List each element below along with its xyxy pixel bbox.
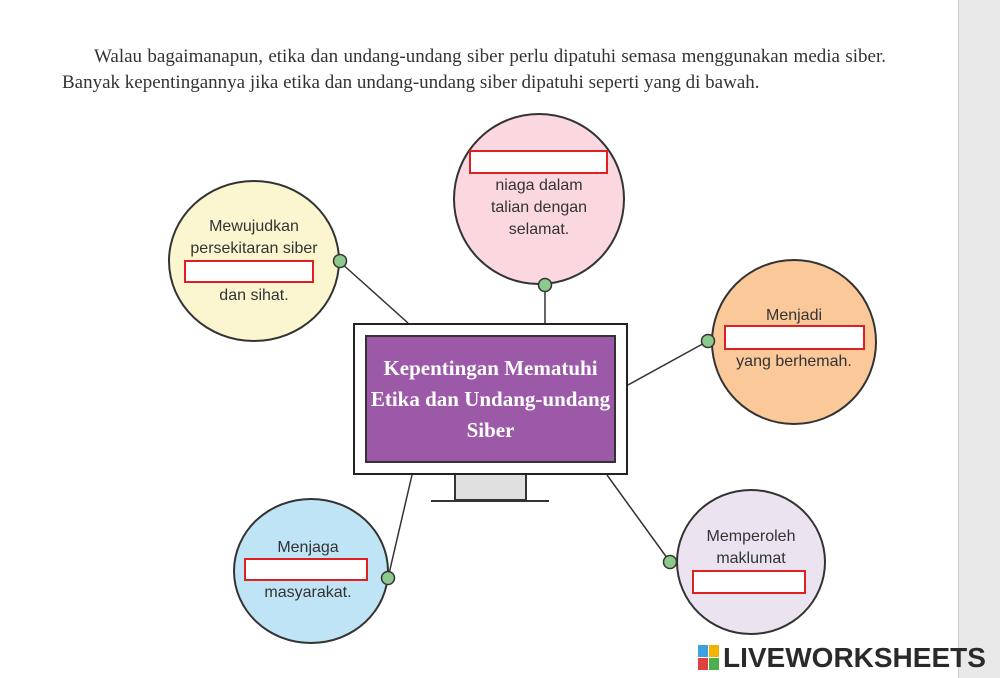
node-right-bottom-line1: Memperoleh xyxy=(706,528,796,545)
center-title: Kepentingan Mematuhi Etika dan Undang-un… xyxy=(370,355,611,442)
node-top-line3: talian dengan xyxy=(490,199,588,216)
node-right-bottom-text: Memperoleh maklumat xyxy=(676,526,826,570)
node-right-bottom-line2: maklumat xyxy=(716,550,786,567)
node-top-line2: niaga dalam xyxy=(495,177,583,194)
connector-left-bottom xyxy=(387,474,413,579)
connector-right xyxy=(627,340,709,386)
blank-left-top[interactable] xyxy=(184,260,314,283)
node-left-top-text2: dan sihat. xyxy=(170,285,338,307)
blank-top[interactable] xyxy=(469,150,608,174)
connector-left-top xyxy=(339,261,409,324)
node-top-circle xyxy=(453,113,625,285)
node-right-line1: Menjadi xyxy=(765,307,823,324)
node-left-bottom-line1: Menjaga xyxy=(277,539,339,556)
node-left-bottom-text1: Menjaga xyxy=(233,537,383,559)
dot-right xyxy=(700,333,716,349)
logo-text: LIVEWORKSHEETS xyxy=(723,642,986,673)
liveworksheets-logo: LIVEWORKSHEETS xyxy=(698,643,986,673)
monitor-stand-neck xyxy=(454,475,527,501)
blank-right[interactable] xyxy=(724,325,865,350)
node-left-bottom-line3: masyarakat. xyxy=(264,584,352,601)
logo-mark-icon xyxy=(698,645,720,671)
node-left-top-line4: dan sihat. xyxy=(219,287,289,304)
node-right-text1: Menjadi xyxy=(711,305,877,327)
blank-left-bottom[interactable] xyxy=(244,558,368,581)
blank-right-bottom[interactable] xyxy=(692,570,806,594)
dot-left-bottom xyxy=(380,570,396,586)
dot-right-bottom xyxy=(662,554,678,570)
node-left-bottom-text2: masyarakat. xyxy=(233,582,383,604)
intro-text: Walau bagaimanapun, etika dan undang-und… xyxy=(62,46,886,93)
node-top-line4: selamat. xyxy=(508,221,570,238)
node-left-top-text1: Mewujudkan persekitaran siber xyxy=(170,216,338,260)
node-top-text: niaga dalam talian dengan selamat. xyxy=(465,175,613,241)
monitor-stand-base xyxy=(431,500,549,502)
node-right-bottom-circle xyxy=(676,489,826,635)
page-edge xyxy=(958,0,1000,678)
monitor-frame: Kepentingan Mematuhi Etika dan Undang-un… xyxy=(353,323,628,475)
intro-paragraph: Walau bagaimanapun, etika dan undang-und… xyxy=(62,44,886,96)
dot-top xyxy=(537,277,553,293)
dot-left-top xyxy=(332,253,348,269)
node-right-text2: yang berhemah. xyxy=(711,351,877,373)
node-left-top-line1: Mewujudkan xyxy=(209,218,299,235)
node-right-line3: yang berhemah. xyxy=(736,353,852,370)
node-left-top-line2: persekitaran siber xyxy=(190,240,318,257)
monitor-screen: Kepentingan Mematuhi Etika dan Undang-un… xyxy=(365,335,616,463)
connector-right-bottom xyxy=(606,474,671,563)
